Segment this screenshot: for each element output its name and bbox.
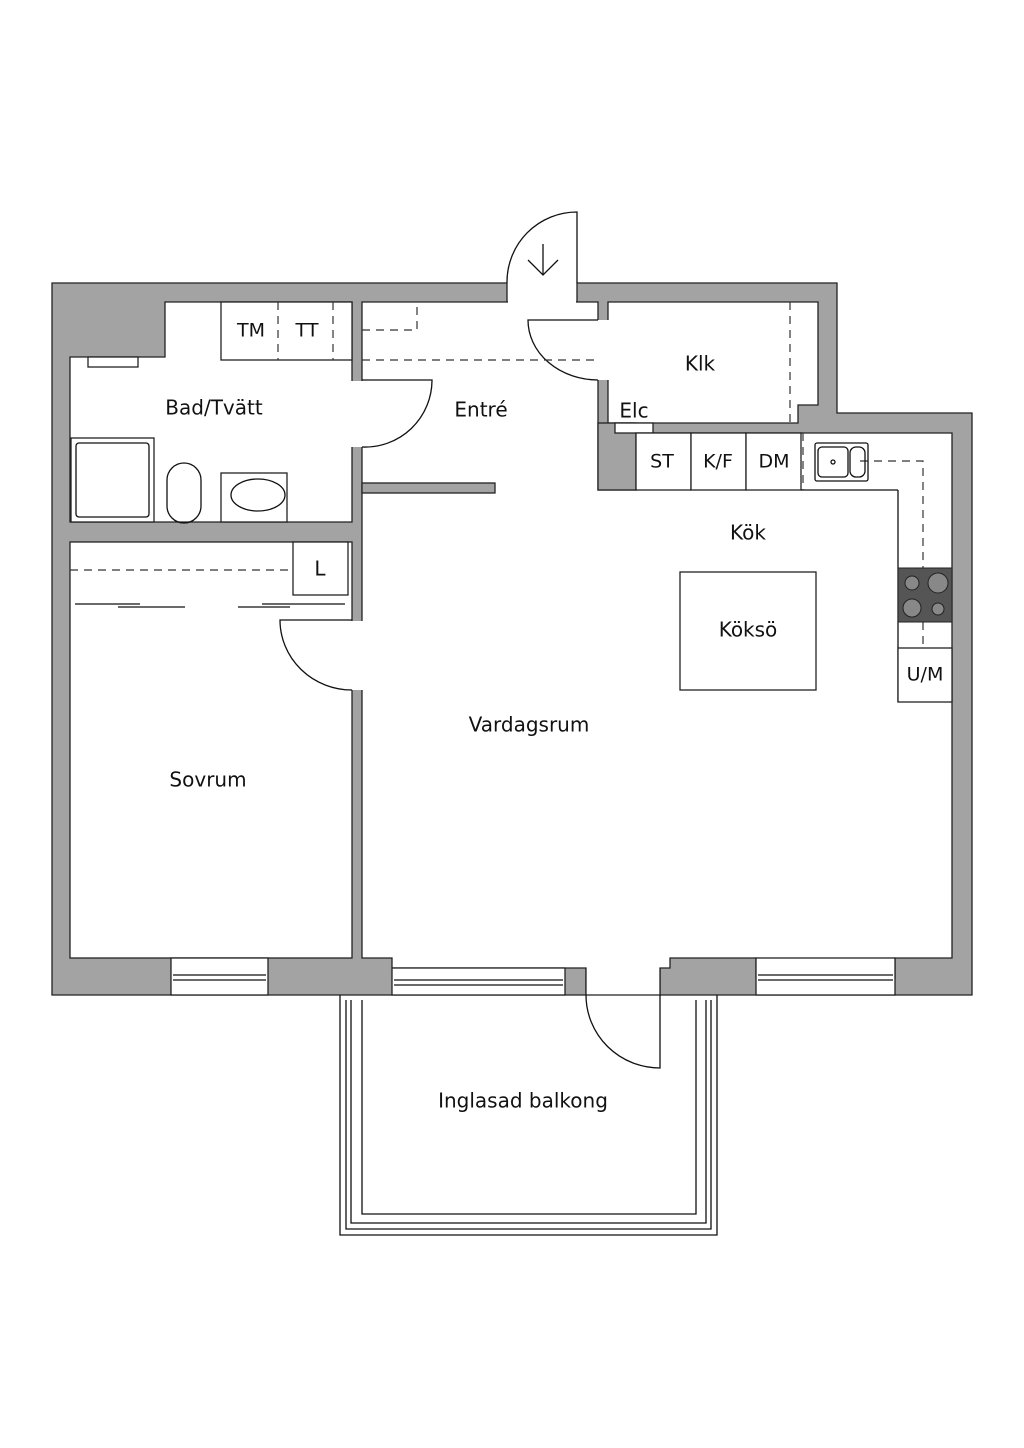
arrow-down-icon: [527, 244, 559, 276]
balcony-glazing: [339, 995, 718, 1236]
washer-label: TM: [236, 320, 265, 342]
room-label-closet: Klk: [685, 352, 716, 376]
bath-window-sill: [87, 356, 139, 368]
dryer-label: TT: [295, 320, 319, 342]
room-label-electric: Elc: [619, 399, 648, 423]
room-label-kitchen: Kök: [730, 521, 766, 545]
kitchen-island: [679, 571, 817, 691]
entry-partial-wall: [361, 482, 496, 494]
room-label-entry: Entré: [454, 398, 507, 422]
room-label-balcony: Inglasad balkong: [438, 1089, 608, 1113]
shower: [70, 437, 155, 523]
wardrobe-label: L: [314, 557, 326, 581]
dishwasher-label: DM: [758, 451, 789, 473]
kitchen-wall-block: [597, 422, 637, 491]
bedroom-room: [69, 541, 353, 959]
room-label-island: Köksö: [719, 618, 778, 642]
sink: [220, 472, 288, 523]
washer-dryer-cabinet: TM TT: [220, 301, 353, 361]
fridge-label: K/F: [703, 451, 733, 473]
entrance-door[interactable]: [506, 211, 578, 284]
balcony-door[interactable]: [585, 994, 661, 1069]
bedroom-door[interactable]: [279, 619, 353, 691]
room-label-bedroom: Sovrum: [169, 768, 246, 792]
kitchen-sink: [814, 442, 869, 482]
room-label-bath: Bad/Tvätt: [165, 396, 263, 420]
room-label-living: Vardagsrum: [469, 713, 590, 737]
window-kitchen: [755, 957, 896, 996]
elc-cabinet: [614, 422, 654, 434]
stove-label: ST: [650, 451, 674, 473]
oven-label: U/M: [907, 664, 944, 686]
window-living: [391, 967, 566, 996]
cooktop: [897, 567, 953, 623]
window-bedroom: [170, 957, 269, 996]
oven-microwave: U/M: [897, 647, 953, 703]
bath-door[interactable]: [361, 379, 433, 448]
wardrobe: L: [75, 541, 349, 608]
toilet: [166, 462, 202, 524]
